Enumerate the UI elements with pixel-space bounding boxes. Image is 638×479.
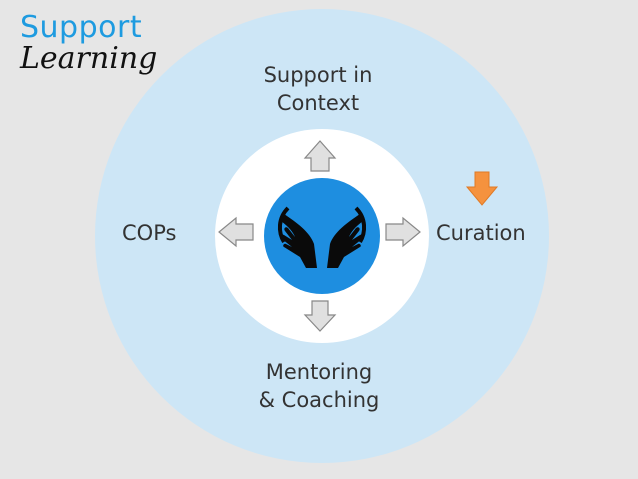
label-cops: COPs bbox=[122, 221, 177, 245]
center-circle bbox=[264, 178, 380, 294]
logo: Support Learning bbox=[20, 10, 158, 76]
label-bottom-text: Mentoring & Coaching bbox=[258, 360, 380, 412]
arrow-down-shape bbox=[303, 300, 337, 332]
logo-line-2: Learning bbox=[20, 41, 158, 76]
label-mentoring-coaching: Mentoring & Coaching bbox=[229, 358, 409, 414]
arrow-up-shape bbox=[303, 140, 337, 172]
arrow-right-shape bbox=[385, 216, 421, 248]
label-top-text: Support in Context bbox=[263, 63, 373, 115]
label-curation: Curation bbox=[436, 221, 526, 245]
arrow-left-shape bbox=[218, 216, 254, 248]
logo-line-1: Support bbox=[20, 10, 143, 45]
hands-icon bbox=[277, 206, 367, 268]
arrow-down-highlight bbox=[465, 171, 499, 206]
label-support-in-context: Support in Context bbox=[228, 61, 408, 117]
